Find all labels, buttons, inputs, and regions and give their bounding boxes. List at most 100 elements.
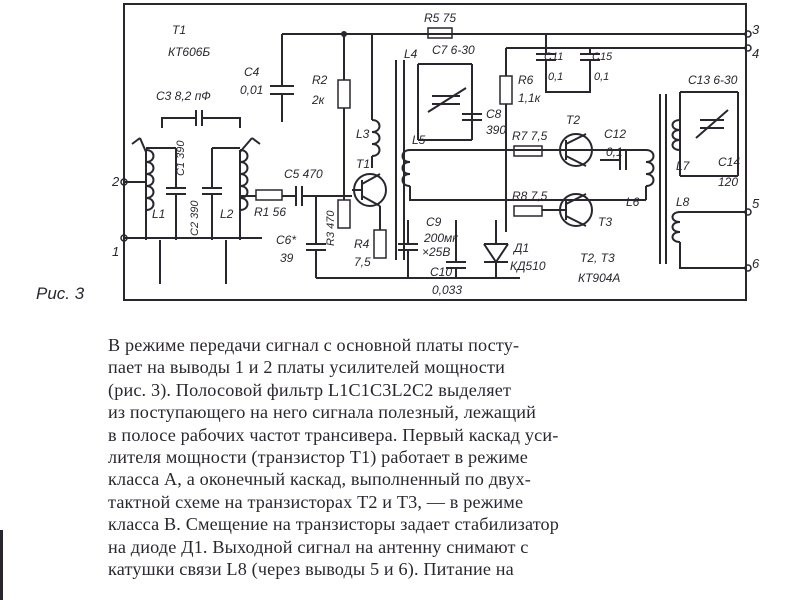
r8-label: R8 7,5: [512, 189, 548, 203]
figure-caption: Рис. 3: [36, 284, 85, 303]
inductor-l7: [671, 119, 681, 151]
terminal-3-label: 3: [752, 22, 760, 37]
text-line: из поступающего на него сигнала полезный…: [108, 402, 536, 423]
trimmer-c7: [427, 87, 467, 113]
c8-value: 390: [486, 123, 506, 137]
c12-value: 0,1: [606, 145, 623, 159]
c7-label: С7 6-30: [432, 43, 475, 57]
t1-label: Т1: [356, 157, 370, 171]
terminal-4: [744, 44, 752, 52]
resistor-r2: [337, 79, 351, 109]
text-line: в полосе рабочих частот трансивера. Перв…: [108, 424, 559, 445]
inductor-l3: [371, 34, 381, 168]
inductor-l8: [671, 211, 746, 269]
l1-label: L1: [152, 207, 165, 221]
text-line: класса В. Смещение на транзисторы задает…: [108, 514, 560, 535]
text-line: (рис. 3). Полосовой фильтр L1С1С3L2С2 вы…: [108, 379, 512, 400]
terminal-5-label: 5: [752, 196, 760, 211]
t2-leads: [542, 133, 587, 167]
c1-label: С1 390: [175, 140, 187, 176]
t1-leads: [352, 173, 381, 230]
text-line: лителя мощности (транзистор Т1) работает…: [108, 447, 528, 468]
c9-label: С9: [426, 215, 442, 229]
trimmer-c13: [695, 109, 729, 139]
terminal-3: [744, 30, 752, 38]
resistor-r1: [255, 189, 283, 201]
r4-label: R4: [354, 237, 370, 251]
circuit-schematic: 3 4 R5 75 Т1 КТ606Б С4 0,01 R2 2к L3 L4 …: [111, 3, 760, 301]
tuning-arrows: [131, 137, 261, 153]
t1-part-label: КТ606Б: [168, 45, 210, 59]
t2-label: Т2: [566, 113, 580, 127]
c6-value: 39: [280, 251, 294, 265]
c11-label: С11: [544, 51, 563, 63]
l7-tank: [679, 91, 739, 177]
r4-value: 7,5: [354, 255, 371, 269]
terminal-1-label: 1: [112, 244, 119, 259]
capacitor-c9: [398, 220, 418, 278]
r1-label: R1 56: [254, 205, 286, 219]
c8-label: С8: [486, 107, 502, 121]
text-line: на диоде Д1. Выходной сигнал на антенну …: [108, 536, 529, 557]
c9-voltage: ×25В: [422, 245, 450, 259]
text-line: тактной схеме на транзисторах Т2 и Т3, —…: [108, 491, 524, 512]
c9-value: 200мк: [423, 231, 459, 245]
c13-label: С13 6-30: [688, 73, 738, 87]
c4-label: С4: [244, 65, 260, 79]
c10-label: С10: [430, 265, 452, 279]
c12-label: С12: [604, 127, 626, 141]
c15-label: С15: [592, 51, 613, 63]
r7-label: R7 7,5: [512, 129, 548, 143]
r5-label: R5 75: [424, 11, 456, 25]
resistor-r5: [427, 27, 453, 39]
t3-label: Т3: [598, 215, 612, 229]
terminal-6-label: 6: [752, 256, 760, 271]
l3-label: L3: [356, 127, 370, 141]
d1-label: Д1: [512, 241, 529, 255]
r3-label: R3 470: [325, 210, 337, 246]
c15-value: 0,1: [594, 71, 609, 83]
capacitor-c5: [282, 186, 352, 206]
diode-d1: [483, 220, 509, 278]
terminal-2-label: 2: [111, 174, 120, 189]
page-edge-mark: [0, 530, 3, 600]
c4-value: 0,01: [240, 83, 263, 97]
r2-label: R2: [312, 73, 328, 87]
inductor-l1: [145, 149, 155, 211]
terminal-4-label: 4: [752, 46, 759, 61]
text-line: В режиме передачи сигнал с основной плат…: [108, 335, 520, 355]
c10-value: 0,033: [432, 283, 462, 297]
capacitor-c6: [306, 196, 326, 278]
inductor-l5: [401, 149, 646, 201]
capacitor-c10: [446, 220, 466, 278]
resistor-r8: [513, 205, 543, 217]
c6-label: С6*: [276, 233, 296, 247]
resistor-r6: [499, 75, 513, 105]
resistor-r3: [337, 199, 351, 229]
c11-value: 0,1: [548, 71, 563, 83]
resistor-r4: [373, 229, 387, 259]
output-transformer-core: [659, 94, 667, 264]
c3-label: С3 8,2 пФ: [156, 89, 211, 103]
inductor-l6: [645, 149, 655, 200]
c14-label: С14: [718, 155, 740, 169]
c5-label: С5 470: [284, 167, 323, 181]
t2-t3-label: Т2, Т3: [580, 251, 615, 265]
terminal-5: [744, 208, 752, 216]
l8-label: L8: [676, 195, 690, 209]
capacitor-c3: [161, 110, 241, 128]
c2-label: С2 390: [189, 200, 201, 236]
text-line: катушки связи L8 (через выводы 5 и 6). П…: [108, 559, 514, 580]
capacitors-c11-c15: [536, 34, 600, 93]
body-paragraph: В режиме передачи сигнал с основной плат…: [108, 334, 708, 580]
t2-t3-part: КТ904А: [578, 271, 620, 285]
r6-label: R6: [518, 73, 534, 87]
r2-value: 2к: [311, 93, 326, 107]
board-outline: [123, 3, 747, 301]
t1-ref-label: Т1: [172, 23, 186, 37]
filter-ground: [159, 240, 227, 284]
r6-value: 1,1к: [518, 91, 542, 105]
text-line: пает на выводы 1 и 2 платы усилителей мо…: [108, 357, 505, 378]
d1-part: КД510: [510, 259, 546, 273]
c14-value: 120: [718, 175, 738, 189]
